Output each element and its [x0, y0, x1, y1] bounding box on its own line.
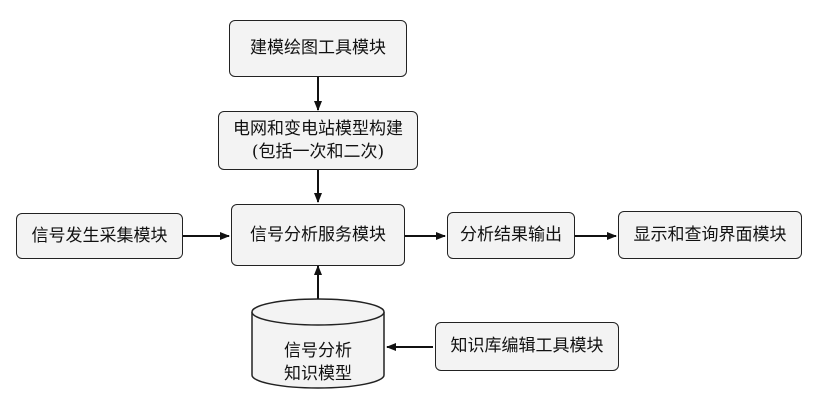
signal-gen-label: 信号发生采集模块 [31, 225, 168, 246]
signal-gen-node: 信号发生采集模块 [16, 213, 183, 259]
result-output-label: 分析结果输出 [460, 225, 562, 246]
knowledge-database-label: 信号分析 知识模型 [252, 340, 384, 386]
display-query-node: 显示和查询界面模块 [618, 211, 802, 259]
grid-model-node: 电网和变电站模型构建 (包括一次和二次) [218, 111, 418, 170]
signal-service-node: 信号分析服务模块 [231, 204, 405, 266]
knowledge-database-label-line1: 信号分析 [284, 341, 352, 361]
knowledge-editor-label: 知识库编辑工具模块 [450, 336, 604, 357]
knowledge-editor-node: 知识库编辑工具模块 [435, 322, 619, 371]
grid-model-label-line1: 电网和变电站模型构建 [233, 119, 403, 140]
modeling-tool-node: 建模绘图工具模块 [229, 20, 407, 77]
signal-service-label: 信号分析服务模块 [250, 224, 386, 245]
display-query-label: 显示和查询界面模块 [633, 224, 787, 245]
knowledge-database-cylinder [251, 298, 385, 389]
grid-model-label-line2: (包括一次和二次) [251, 141, 385, 162]
result-output-node: 分析结果输出 [447, 212, 575, 259]
modeling-tool-label: 建模绘图工具模块 [250, 38, 386, 59]
knowledge-database-label-line2: 知识模型 [284, 363, 352, 384]
